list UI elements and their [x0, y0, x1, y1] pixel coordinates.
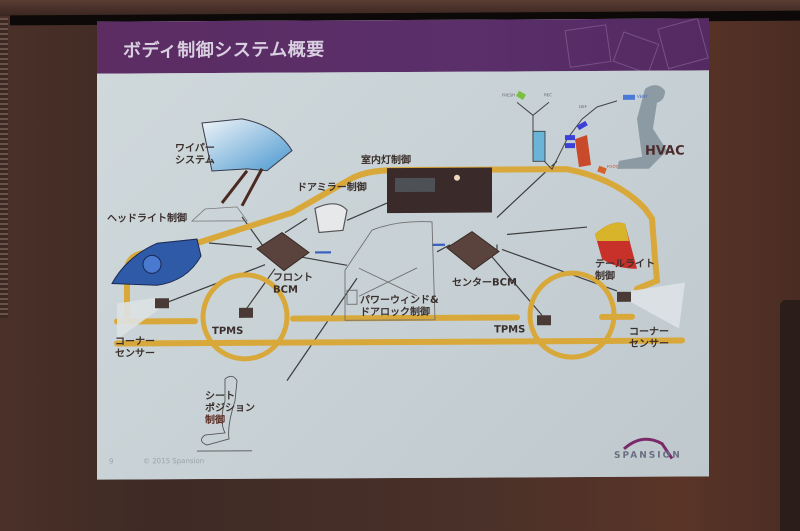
hvac-label: HVAC [645, 143, 685, 159]
audience-silhouette [780, 300, 800, 531]
rear-tpms-label: TPMS [494, 324, 526, 336]
hvac-foot-label: FOOT [607, 163, 619, 169]
front-corner-sensor-label: コーナーセンサー [115, 336, 155, 360]
hvac-rec-label: REC [544, 92, 553, 98]
spansion-logo-icon [623, 437, 674, 460]
power-window-door-lock-label: パワーウィンド&ドアロック制御 [360, 294, 439, 319]
front-bcm-chip-icon [256, 232, 310, 272]
center-bcm-chip-icon [446, 231, 500, 271]
hvac-def-label: DEF [579, 104, 587, 110]
copyright-text: © 2015 Spansion [143, 457, 205, 466]
seat-position-control-label: シートポジション制御 [205, 390, 255, 427]
seat-icon [197, 375, 252, 452]
body-control-diagram [111, 85, 685, 460]
tail-light-control-label: テールライト制御 [595, 258, 655, 282]
rear-tpms-sensor-icon [537, 315, 551, 326]
rear-corner-sensor-beam [625, 282, 685, 329]
spansion-logo-text: SPANSION [614, 450, 682, 461]
hvac-diagram [516, 85, 667, 175]
headlight-control-label: ヘッドライト制御 [107, 213, 187, 225]
page-number: 9 [109, 457, 114, 466]
headlight-icon [111, 238, 202, 286]
door-mirror-control-label: ドアミラー制御 [297, 182, 367, 194]
door-mirror-icon [314, 203, 348, 234]
front-wheel [200, 272, 290, 362]
hvac-vent-label: VENT [637, 93, 648, 99]
rear-wheel [527, 270, 617, 360]
can-bus-segments [315, 243, 445, 254]
door-window-regulator-icon [344, 221, 436, 321]
tail-light-icon [595, 222, 637, 269]
dashboard-icon [190, 206, 248, 222]
hvac-fresh-label: FRESH [502, 92, 516, 98]
front-tpms-label: TPMS [212, 325, 244, 338]
rear-corner-sensor-icon [617, 291, 631, 302]
front-tpms-sensor-icon [239, 307, 253, 318]
center-bcm-label: センターBCM [452, 277, 517, 289]
presentation-slide: ボディ制御システム概要 [97, 18, 709, 480]
wiper-system-label: ワイパーシステム [175, 142, 215, 167]
room-light-control-label: 室内灯制御 [361, 154, 411, 167]
rear-corner-sensor-label: コーナーセンサー [629, 326, 669, 350]
front-corner-sensor-icon [155, 298, 169, 309]
window-blinds [0, 18, 8, 318]
front-corner-sensor-beam [117, 297, 159, 340]
wiper-windshield-icon [201, 118, 293, 207]
